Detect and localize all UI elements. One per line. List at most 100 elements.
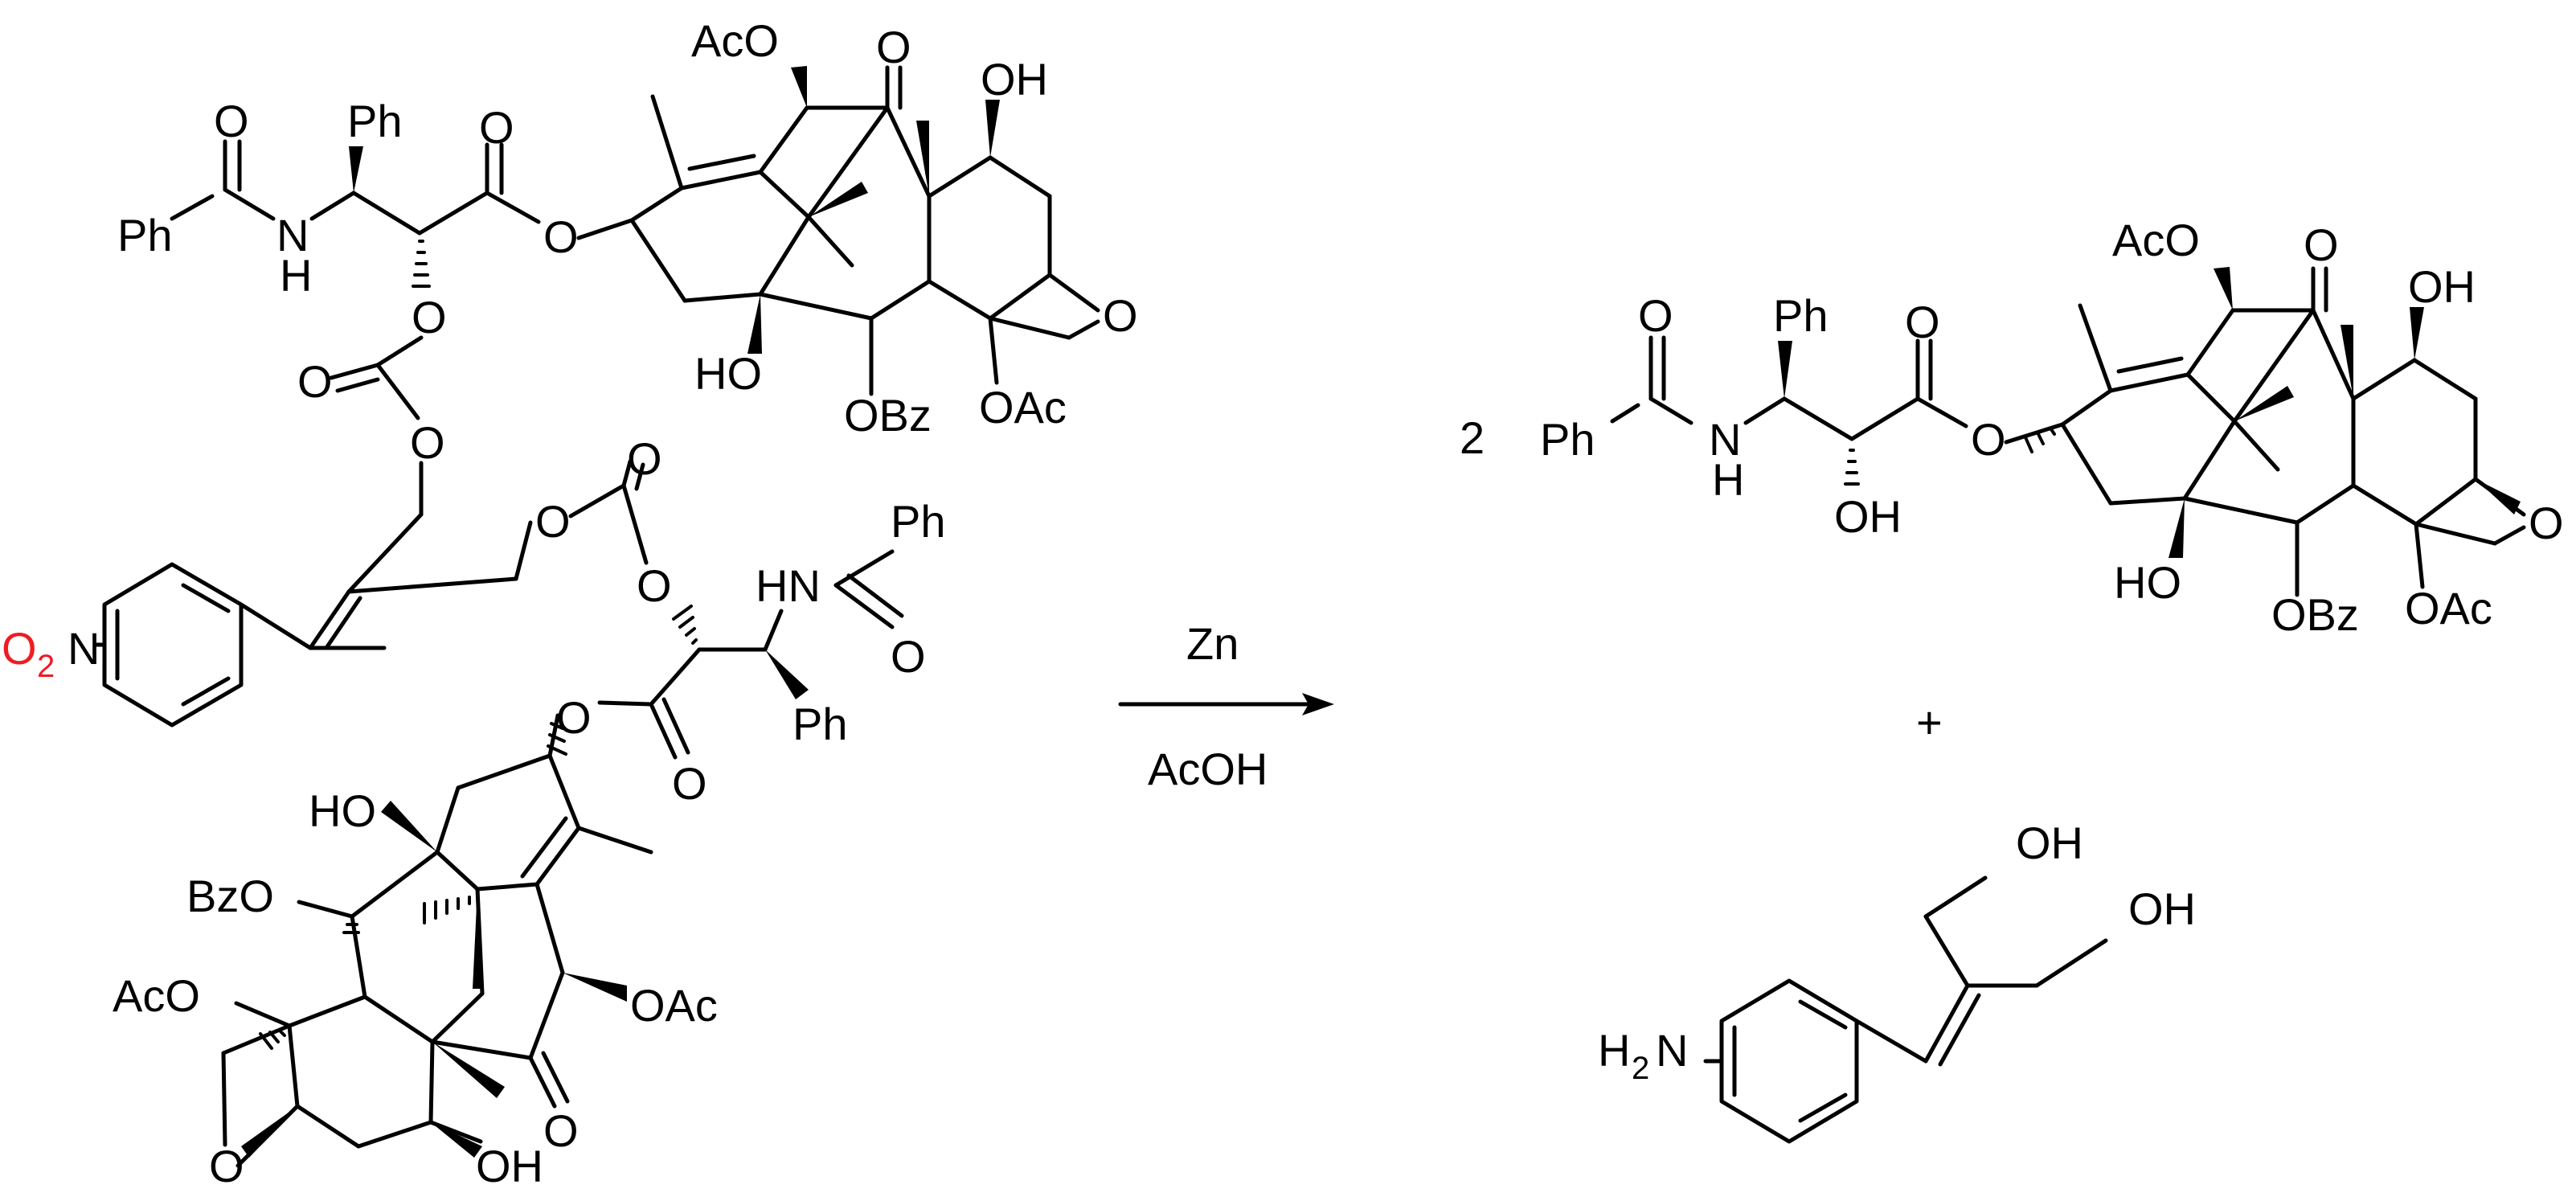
bond (287, 994, 367, 1028)
p1-label-ph-side: Ph (1773, 290, 1829, 341)
bond (170, 194, 215, 221)
bond (2232, 308, 2316, 424)
bond (650, 94, 684, 191)
bond (597, 700, 653, 707)
p1-label-o-ether-ring: O (2529, 498, 2564, 548)
wedge-bond (791, 66, 807, 108)
label-oac-right-bottom: OAc (630, 980, 718, 1031)
bond (629, 218, 687, 303)
bond (679, 170, 763, 191)
bond (988, 273, 1052, 321)
wedge-bond (349, 146, 363, 193)
bond (1923, 875, 1988, 919)
bond (846, 573, 904, 618)
product-2: OH OH H 2 N (1598, 818, 2196, 1144)
wedge-bond (809, 182, 868, 217)
bond (541, 1051, 570, 1104)
wedge-bond (2476, 479, 2521, 514)
bond (362, 994, 435, 1044)
bond (629, 186, 684, 223)
bond (2182, 496, 2300, 525)
hashed-bond (2024, 428, 2056, 453)
bond (430, 991, 485, 1044)
bond (1938, 993, 1981, 1067)
bond (988, 316, 1071, 340)
bond (682, 292, 763, 303)
bond (2034, 938, 2108, 988)
label-obz-top: OBz (844, 390, 932, 441)
reagent-zn: Zn (1186, 618, 1239, 669)
label-bzo-bottom: BzO (186, 871, 274, 921)
bond (308, 589, 351, 650)
bond (324, 596, 362, 650)
label-o-carbonate-2: O (410, 417, 445, 468)
bond (1067, 319, 1100, 340)
arrow-head (1302, 693, 1334, 715)
bond (528, 970, 565, 1060)
product-1-coefficient: 2 (1460, 412, 1485, 463)
p1-label-oh-top: OH (2408, 261, 2476, 312)
bond (1915, 396, 1968, 428)
bond (1610, 403, 1640, 424)
p2-label-h2n-h: H (1598, 1025, 1630, 1076)
bond (1648, 396, 1693, 425)
wedge-bond (916, 121, 929, 196)
label-hn-bottom: HN (756, 560, 821, 611)
bond (568, 483, 626, 519)
p1-label-oh-side: OH (1834, 491, 1902, 542)
bond (335, 377, 380, 393)
bond (1923, 914, 1970, 988)
bond (2232, 419, 2280, 472)
bond (869, 279, 932, 321)
label-o-ester-bottom: O (672, 758, 707, 809)
bond (350, 850, 440, 919)
bond (534, 826, 581, 887)
bond (758, 105, 809, 174)
label-o-carbonate-eq: O (297, 356, 333, 407)
bond (687, 154, 756, 171)
label-oh-bottom: OH (476, 1141, 543, 1191)
bond (988, 316, 999, 385)
bond (649, 702, 678, 760)
bond (806, 215, 854, 268)
bond (181, 676, 231, 707)
bond (2412, 358, 2478, 401)
wedge-bond (563, 973, 627, 1002)
bond (2108, 496, 2187, 506)
label-o-ester-top: O (479, 102, 514, 153)
reaction-arrow-group: Zn AcOH (1118, 618, 1334, 794)
reactant-linker: O 2 N O O O (2, 433, 672, 728)
wedge-bond (765, 650, 809, 699)
bond (430, 1039, 533, 1060)
hashed-bond (1844, 449, 1860, 486)
label-o-carbonate-3: O (535, 496, 571, 547)
bond (758, 215, 811, 297)
bond (2078, 303, 2113, 393)
bond (485, 191, 541, 224)
bond (234, 1001, 292, 1028)
bond (2295, 483, 2356, 525)
wedge-bond (2410, 307, 2424, 360)
hashed-bond (259, 1029, 286, 1050)
reactant-bottom-unit: HN Ph O Ph O O HO BzO AcO OAc O O OH (113, 496, 946, 1191)
bond (988, 155, 1052, 199)
bond (346, 512, 424, 594)
benzene-ring (102, 562, 244, 728)
label-ho-quat-top: HO (694, 348, 762, 399)
bond (239, 602, 313, 650)
p1-label-o-ketone: O (2304, 219, 2339, 270)
bond (1798, 1092, 1848, 1123)
p1-label-aco: AcO (2112, 215, 2200, 265)
bond (346, 576, 518, 594)
label-ph-bottom: Ph (792, 699, 848, 749)
p1-label-ph-benzoyl: Ph (1540, 414, 1595, 465)
p2-label-oh-upper: OH (2016, 818, 2083, 868)
bond (661, 697, 690, 755)
label-oh-top: OH (981, 54, 1048, 105)
bond (576, 826, 653, 855)
bond (295, 1104, 361, 1149)
bond (2311, 308, 2356, 401)
p1-label-h: H (1712, 454, 1744, 505)
bond (181, 583, 231, 613)
